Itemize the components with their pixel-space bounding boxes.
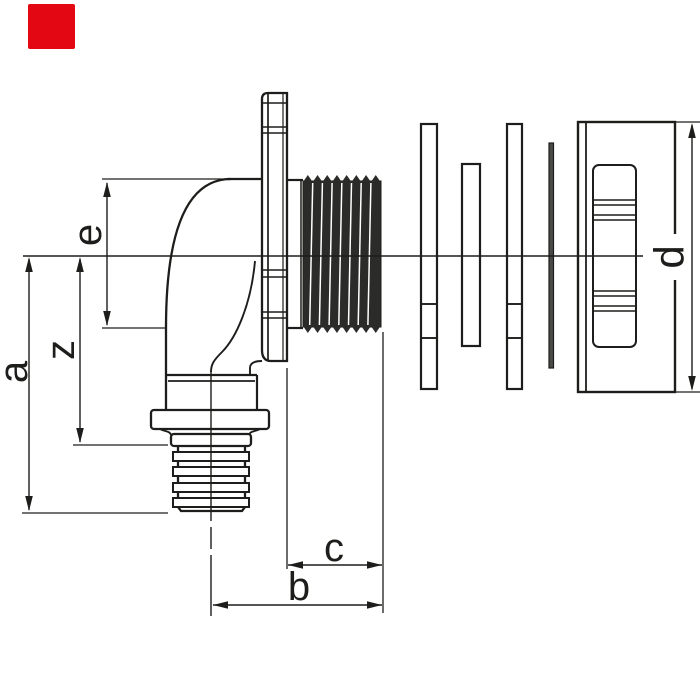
dim-d-label-mask (652, 234, 688, 280)
nut-hex-edges (593, 199, 636, 312)
dimension-c: c (286, 332, 384, 613)
dim-d-arrow-up (688, 123, 696, 138)
dimensions: e z a d (0, 121, 700, 613)
dim-z-arrow-up (76, 257, 84, 272)
elbow-inner-curve (210, 260, 256, 373)
dimension-a: a (0, 257, 168, 514)
dim-c-label: c (324, 526, 344, 570)
flange-plate (260, 91, 289, 363)
dim-z-arrow-down (76, 428, 84, 443)
dim-c-arrow-left (288, 561, 303, 569)
flange-detail-lines (262, 102, 287, 319)
dim-a-label: a (0, 360, 36, 383)
dim-e-arrow-up (103, 182, 111, 197)
centerlines (23, 255, 643, 616)
washer-2 (460, 162, 482, 348)
neck-left (159, 428, 172, 436)
dim-d-arrow-down (688, 376, 696, 391)
dimension-d: d (646, 121, 700, 393)
brand-logo-square (28, 4, 75, 49)
dim-e-label: e (66, 224, 110, 246)
dim-e-arrow-down (103, 311, 111, 326)
dim-a-arrow-down (25, 496, 33, 511)
thread-crests-top (303, 175, 381, 182)
elbow-right-fillet (249, 360, 263, 375)
dim-b-arrow-right (367, 601, 382, 609)
elbow-outer-arc (164, 177, 232, 410)
thread-crests-bottom (303, 326, 381, 333)
dimension-z: z (39, 257, 168, 446)
dim-b-arrow-left (213, 601, 228, 609)
thread-grooves (308, 182, 372, 326)
dim-a-arrow-up (25, 257, 33, 272)
dim-d-label: d (646, 245, 693, 268)
dim-z-label: z (39, 340, 83, 360)
dimension-b: b (213, 565, 382, 609)
dim-c-arrow-right (367, 561, 382, 569)
collar (149, 408, 271, 431)
elbow-body (149, 177, 271, 513)
male-thread (287, 175, 382, 333)
dim-b-label: b (288, 565, 310, 609)
dimension-e: e (66, 178, 230, 329)
